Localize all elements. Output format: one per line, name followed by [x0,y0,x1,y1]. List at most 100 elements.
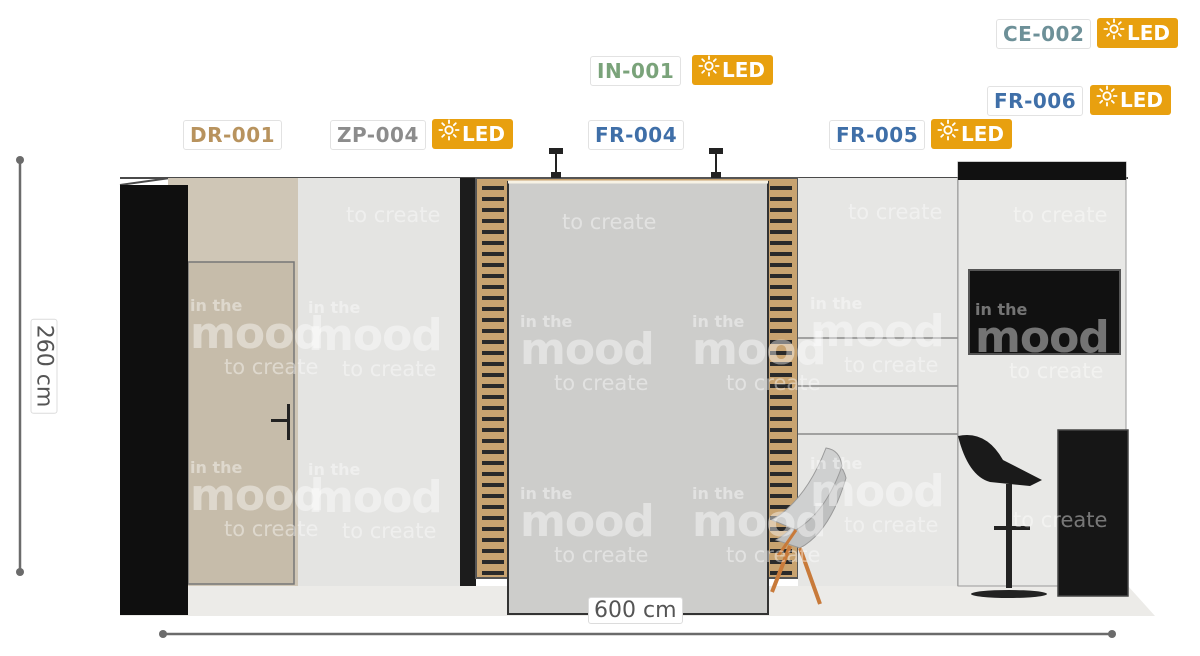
wood-slat-gap [482,527,504,531]
label-fr-005: FR-005 [829,120,926,150]
watermark-text: to create [562,210,657,234]
wood-slat-gap [482,208,504,212]
wood-slat-gap [770,318,792,322]
spotlight-left [549,148,563,178]
door [187,261,295,585]
wood-slat-gap [482,351,504,355]
sun-icon [1096,85,1118,115]
sun-icon [937,119,959,149]
watermark-text: to create [848,200,943,224]
door-handle [271,419,289,422]
wood-slat-gap [770,384,792,388]
ceiling-header [958,162,1126,180]
led-text: LED [961,122,1005,146]
wood-slat-gap [770,494,792,498]
wood-slat-gap [482,395,504,399]
led-badge-fr-006: LED [1090,85,1172,115]
wood-slat-gap [482,219,504,223]
center-fabric-panel [507,181,769,615]
wood-slat-gap [770,527,792,531]
wood-slat-gap [482,329,504,333]
left-side-top-edge [119,177,171,186]
wood-slat-gap [482,296,504,300]
wood-slat-gap [482,197,504,201]
wood-slat-gap [482,494,504,498]
led-badge-ce-002: LED [1097,18,1179,48]
label-in-001: IN-001 [590,56,682,86]
wood-slat-gap [770,252,792,256]
wood-slat-gap [482,241,504,245]
wood-slat-gap [482,285,504,289]
wood-slat-gap [482,505,504,509]
wood-slat-gap [770,472,792,476]
wood-slat-gap [770,307,792,311]
black-post [460,178,476,586]
wood-slat-gap [482,538,504,542]
wood-slat-gap [770,406,792,410]
left-black-panel [120,185,188,615]
label-ce-002: CE-002 [996,19,1092,49]
wood-slat-gap [770,450,792,454]
wood-slat-gap [770,208,792,212]
wood-slat-gap [770,285,792,289]
wood-slat-gap [770,483,792,487]
watermark-text: to create [346,203,441,227]
wood-slat-gap [770,428,792,432]
wood-slat-gap [482,230,504,234]
label-zp-004: ZP-004 [330,120,426,150]
wood-slat-gap [482,373,504,377]
wood-slat-gap [770,340,792,344]
white-wall [298,178,460,586]
wood-slat-gap [482,428,504,432]
wood-slats-left [482,186,504,575]
wood-slat-gap [770,373,792,377]
wood-slat-gap [482,461,504,465]
wood-slat-gap [482,439,504,443]
wood-slat-gap [482,516,504,520]
wood-slat-gap [770,417,792,421]
wood-slat-gap [482,406,504,410]
wood-slat-gap [482,362,504,366]
wood-slat-gap [770,560,792,564]
wood-slat-gap [770,296,792,300]
watermark-text: to create [1013,508,1108,532]
height-dimension-label: 260 cm [30,318,58,414]
wood-slat-gap [770,230,792,234]
label-fr-004: FR-004 [588,120,685,150]
wood-slat-gap [482,472,504,476]
led-badge-fr-005: LED [931,119,1013,149]
wood-slat-gap [482,384,504,388]
watermark-text: to create [1013,203,1108,227]
bar-stool [958,435,1047,598]
wood-slat-gap [482,307,504,311]
led-text: LED [1120,88,1164,112]
wood-slat-gap [482,483,504,487]
wood-slat-gap [482,263,504,267]
led-text: LED [462,122,506,146]
wood-slat-gap [482,318,504,322]
wood-slat-gap [482,252,504,256]
wood-slat-gap [482,274,504,278]
sun-icon [1103,18,1125,48]
wood-slat-gap [770,362,792,366]
wood-slat-gap [770,461,792,465]
wood-slat-gap [482,560,504,564]
wood-slat-gap [482,417,504,421]
label-fr-006: FR-006 [987,86,1084,116]
wood-slat-gap [482,549,504,553]
wood-slat-gap [770,219,792,223]
wood-slat-gap [770,274,792,278]
wood-slat-gap [482,450,504,454]
spotlight-right [709,148,723,178]
wood-slat-gap [770,439,792,443]
